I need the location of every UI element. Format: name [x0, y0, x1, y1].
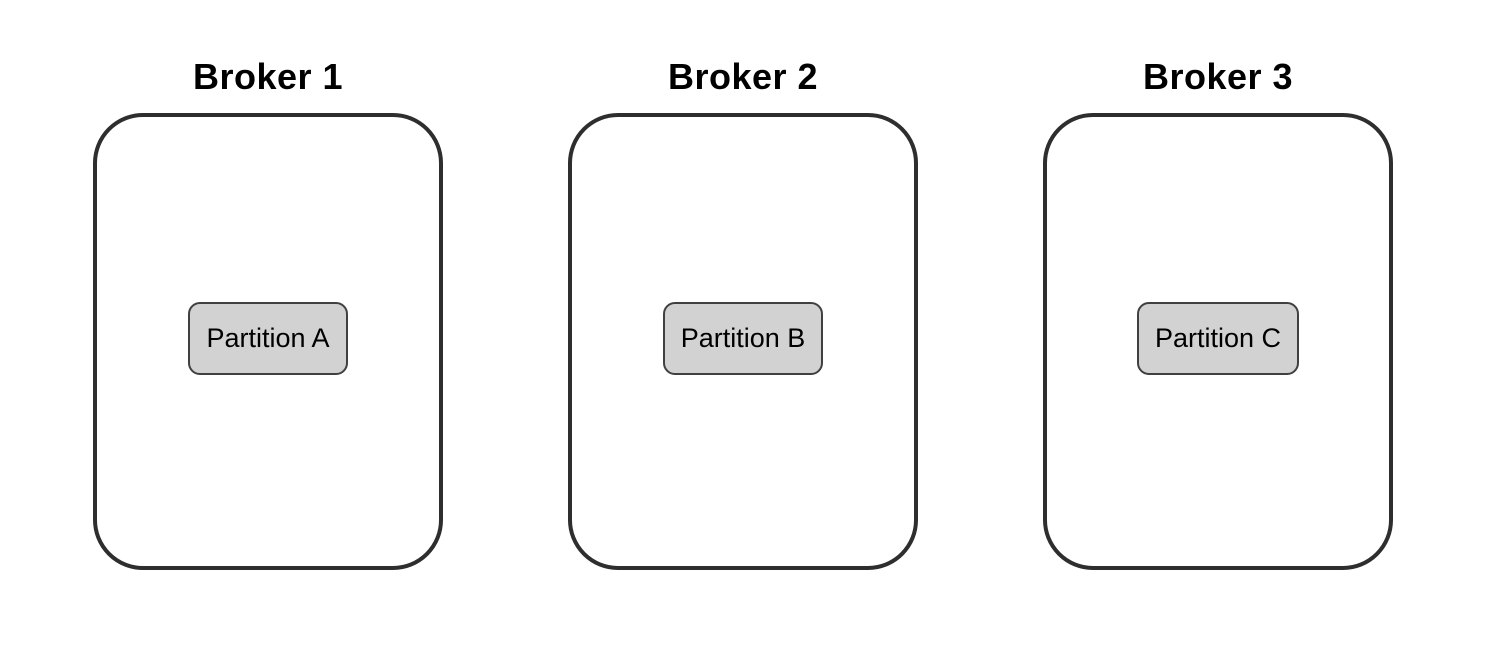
- broker-2-box: Partition B: [568, 113, 918, 570]
- broker-2-group: Broker 2 Partition B: [568, 55, 918, 570]
- broker-1-group: Broker 1 Partition A: [93, 55, 443, 570]
- broker-1-box: Partition A: [93, 113, 443, 570]
- broker-2-title: Broker 2: [667, 56, 819, 97]
- broker-3-box: Partition C: [1043, 113, 1393, 570]
- partition-c-node: Partition C: [1136, 302, 1300, 375]
- broker-1-title: Broker 1: [192, 56, 344, 97]
- broker-3-group: Broker 3 Partition C: [1043, 55, 1393, 570]
- partition-b-node: Partition B: [662, 302, 824, 375]
- broker-3-title: Broker 3: [1142, 56, 1294, 97]
- partition-a-node: Partition A: [188, 302, 348, 375]
